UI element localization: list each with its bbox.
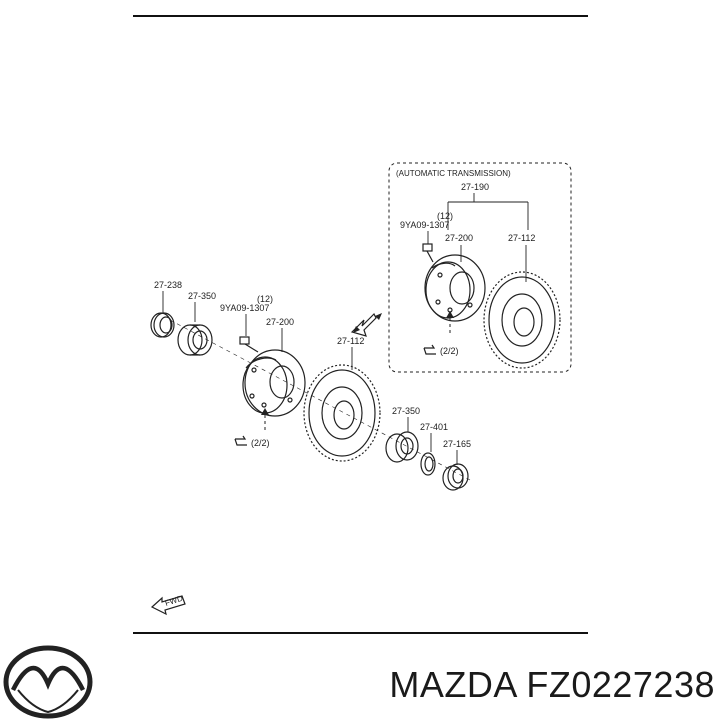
- label-27238: 27-238: [154, 280, 182, 290]
- label-27401: 27-401: [420, 422, 448, 432]
- at-arrow-icon: [446, 311, 454, 318]
- fwd-arrow-icon: [150, 595, 186, 616]
- label-27350-right: 27-350: [392, 406, 420, 416]
- label-27350-left: 27-350: [188, 291, 216, 301]
- oil-seal-icon: [150, 312, 175, 338]
- at-bracket-27190: [447, 193, 529, 230]
- bolt-left-qty: (12): [257, 294, 273, 304]
- at-ref-arrow-icon: [423, 344, 436, 355]
- at-inset-box: [388, 162, 572, 373]
- bolt-left-label: 9YA09-1307: [220, 303, 269, 313]
- brand-part-number: MAZDA FZ0227238: [389, 664, 715, 705]
- at-bolt-label: 9YA09-1307: [400, 220, 449, 230]
- ref-arrow-left-icon: [234, 435, 247, 446]
- at-label-27112: 27-112: [508, 233, 535, 243]
- label-27200-left: 27-200: [266, 317, 294, 327]
- bolt-left-icon: [239, 336, 259, 353]
- arrow-left-icon: [261, 408, 269, 415]
- at-ring-gear-icon: [483, 271, 561, 369]
- label-27112-main: 27-112: [337, 336, 364, 346]
- at-title: (AUTOMATIC TRANSMISSION): [396, 169, 511, 178]
- axis-line: [169, 319, 471, 481]
- label-27165: 27-165: [443, 439, 471, 449]
- differential-case-icon: [242, 349, 306, 417]
- at-label-27190: 27-190: [461, 182, 489, 192]
- double-arrow-icon: [350, 312, 382, 337]
- at-bolt-qty: (12): [437, 211, 453, 221]
- at-label-27200: 27-200: [445, 233, 473, 243]
- at-ref-label: (2/2): [440, 346, 459, 356]
- ref-label-left: (2/2): [251, 438, 270, 448]
- at-bolt-icon: [422, 243, 434, 263]
- at-differential-case-icon: [424, 254, 486, 322]
- shim-icon: [420, 452, 436, 476]
- mazda-logo-icon: [3, 645, 93, 719]
- ring-gear-icon: [303, 364, 381, 462]
- right-bearing-icon: [385, 431, 419, 463]
